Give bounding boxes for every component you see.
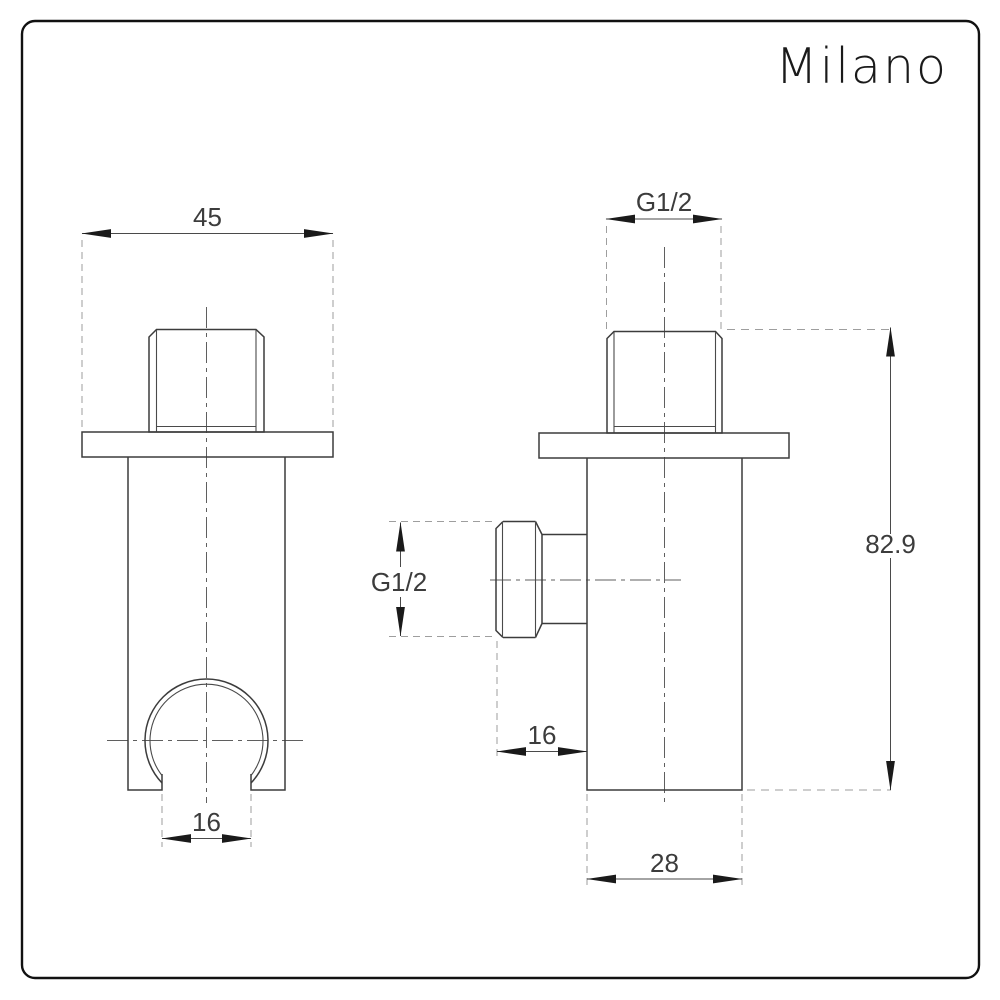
side-wall-flange bbox=[538, 432, 790, 459]
extension-lines bbox=[727, 329, 891, 791]
dim-side-top-thread: G1/2 bbox=[605, 187, 723, 330]
extension-lines bbox=[161, 794, 252, 847]
side-outlet-connector bbox=[495, 520, 587, 639]
dim-front-slot-width: 16 bbox=[161, 794, 252, 847]
page-border bbox=[20, 19, 981, 980]
dim-side-outlet-thread: G1/2 bbox=[371, 521, 496, 637]
side-thread-detail-lines bbox=[613, 332, 717, 433]
front-holder-ring-inner bbox=[149, 683, 264, 776]
brand-logo: Milano bbox=[775, 38, 948, 95]
dim-front-overall-width: 45 bbox=[81, 202, 334, 430]
front-view: 45 16 bbox=[81, 202, 334, 847]
dimension-label: G1/2 bbox=[371, 567, 427, 597]
extension-lines bbox=[586, 794, 743, 887]
connector-detail-lines bbox=[501, 521, 537, 638]
extension-lines bbox=[81, 240, 334, 430]
dim-side-overall-height: 82.9 bbox=[727, 327, 916, 791]
side-view: G1/2 82.9 G1/2 16 28 bbox=[371, 187, 916, 887]
front-holder-ring-outer bbox=[144, 678, 269, 784]
dim-side-body-depth: 28 bbox=[586, 794, 743, 887]
front-thread-detail-lines bbox=[155, 330, 257, 432]
dimension-label: 82.9 bbox=[865, 529, 916, 559]
front-centerlines bbox=[107, 307, 308, 803]
dimension-label: 45 bbox=[193, 202, 222, 232]
extension-lines bbox=[389, 521, 496, 637]
dim-side-outlet-offset: 16 bbox=[496, 641, 588, 760]
side-centerlines bbox=[490, 247, 681, 802]
connector-outline bbox=[495, 520, 587, 639]
front-wall-flange bbox=[81, 431, 334, 458]
dimension-label: 16 bbox=[528, 720, 557, 750]
dimension-label: G1/2 bbox=[636, 187, 692, 217]
extension-lines bbox=[606, 226, 722, 330]
dimension-label: 16 bbox=[192, 807, 221, 837]
dimension-label: 28 bbox=[650, 848, 679, 878]
